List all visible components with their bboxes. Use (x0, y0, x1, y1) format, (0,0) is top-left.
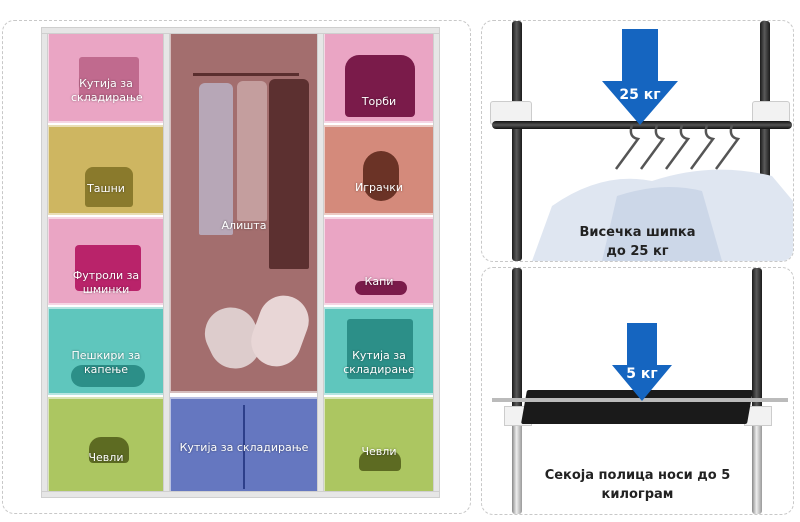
arrow-shape (612, 323, 672, 401)
hanging-rod-bar (492, 121, 792, 129)
hangers-illustration (532, 124, 793, 261)
shoe-icon (359, 451, 401, 471)
cell-makeup-cases: Футроли за шминки (47, 217, 165, 305)
shoe-icon (89, 437, 129, 463)
cell-handbags: Ташни (47, 125, 165, 215)
storage-box-icon (347, 319, 413, 379)
cell-storage-box-right: Кутија за складирање (323, 307, 435, 395)
cell-shoes-right: Чевли (323, 397, 435, 493)
wardrobe-panel: Кутија за складирање Ташни Футроли за шм… (2, 20, 471, 514)
pillow-icon (244, 288, 316, 374)
cell-label: Капи (364, 275, 394, 288)
pole (760, 21, 770, 261)
frame-rail (41, 27, 440, 34)
towel-roll-icon (71, 365, 145, 387)
frame-post (433, 27, 440, 495)
cell-shoes-left: Чевли (47, 397, 165, 493)
pole (512, 268, 522, 418)
frame-post (163, 27, 170, 495)
bag-icon (345, 55, 415, 117)
cell-storage-box-left: Кутија за складирање (47, 31, 165, 123)
load-badge-5: 5 кг (626, 366, 658, 382)
shelf-rail (492, 398, 788, 402)
cell-bags: Торби (323, 31, 435, 123)
jacket-icon (269, 79, 309, 269)
cell-toys: Играчки (323, 125, 435, 215)
hanging-rod-bar (193, 73, 299, 76)
frame-rail (41, 491, 440, 498)
cell-label: Футроли за шминки (72, 269, 140, 296)
cell-label: Играчки (354, 181, 404, 194)
hat-icon (355, 281, 407, 295)
rod-caption-line2: до 25 кг (606, 244, 669, 259)
frame-post (41, 27, 48, 495)
pole (752, 418, 762, 514)
shirt-icon (199, 83, 233, 235)
pole (512, 418, 522, 514)
down-arrow-icon (602, 29, 678, 125)
storage-box-icon (79, 57, 139, 99)
cell-bath-towels: Пешкири за капење (47, 307, 165, 395)
pole (752, 268, 762, 418)
cell-label: Алишта (221, 219, 267, 232)
shirt-icon (237, 81, 267, 221)
cell-clothes: Алишта (169, 31, 319, 393)
wardrobe-illustration: Кутија за складирање Ташни Футроли за шм… (3, 21, 470, 513)
cell-label: Кутија за складирање (71, 77, 143, 104)
shelf-caption-line2: килограм (601, 487, 674, 502)
down-arrow-icon (612, 323, 672, 401)
shelf-panel: 5 кг Секоја полица носи до 5 килограм (481, 267, 794, 515)
makeup-case-icon (75, 245, 141, 291)
cell-label: Кутија за складирање (343, 349, 415, 376)
frame-post (317, 27, 324, 495)
arrow-shape (602, 29, 678, 125)
load-badge-25: 25 кг (619, 87, 661, 103)
pole (512, 21, 522, 261)
cell-label: Пешкири за капење (71, 349, 141, 376)
cell-label: Чевли (88, 451, 124, 464)
cell-label: Чевли (361, 445, 397, 458)
cell-hats: Капи (323, 217, 435, 305)
cell-label: Торби (361, 95, 397, 108)
storage-box-divider (243, 405, 245, 489)
cell-label: Кутија за складирање (179, 441, 309, 454)
cell-storage-box-center: Кутија за складирање (169, 397, 319, 493)
handbag-icon (85, 167, 133, 207)
hanging-rod-panel: 25 кг Висечка шипка до 25 кг (481, 20, 794, 262)
toy-monkey-icon (363, 151, 399, 201)
rod-caption-line1: Висечка шипка (579, 225, 696, 240)
shelf-caption-line1: Секоја полица носи до 5 (544, 468, 731, 483)
cell-label: Ташни (87, 182, 125, 195)
